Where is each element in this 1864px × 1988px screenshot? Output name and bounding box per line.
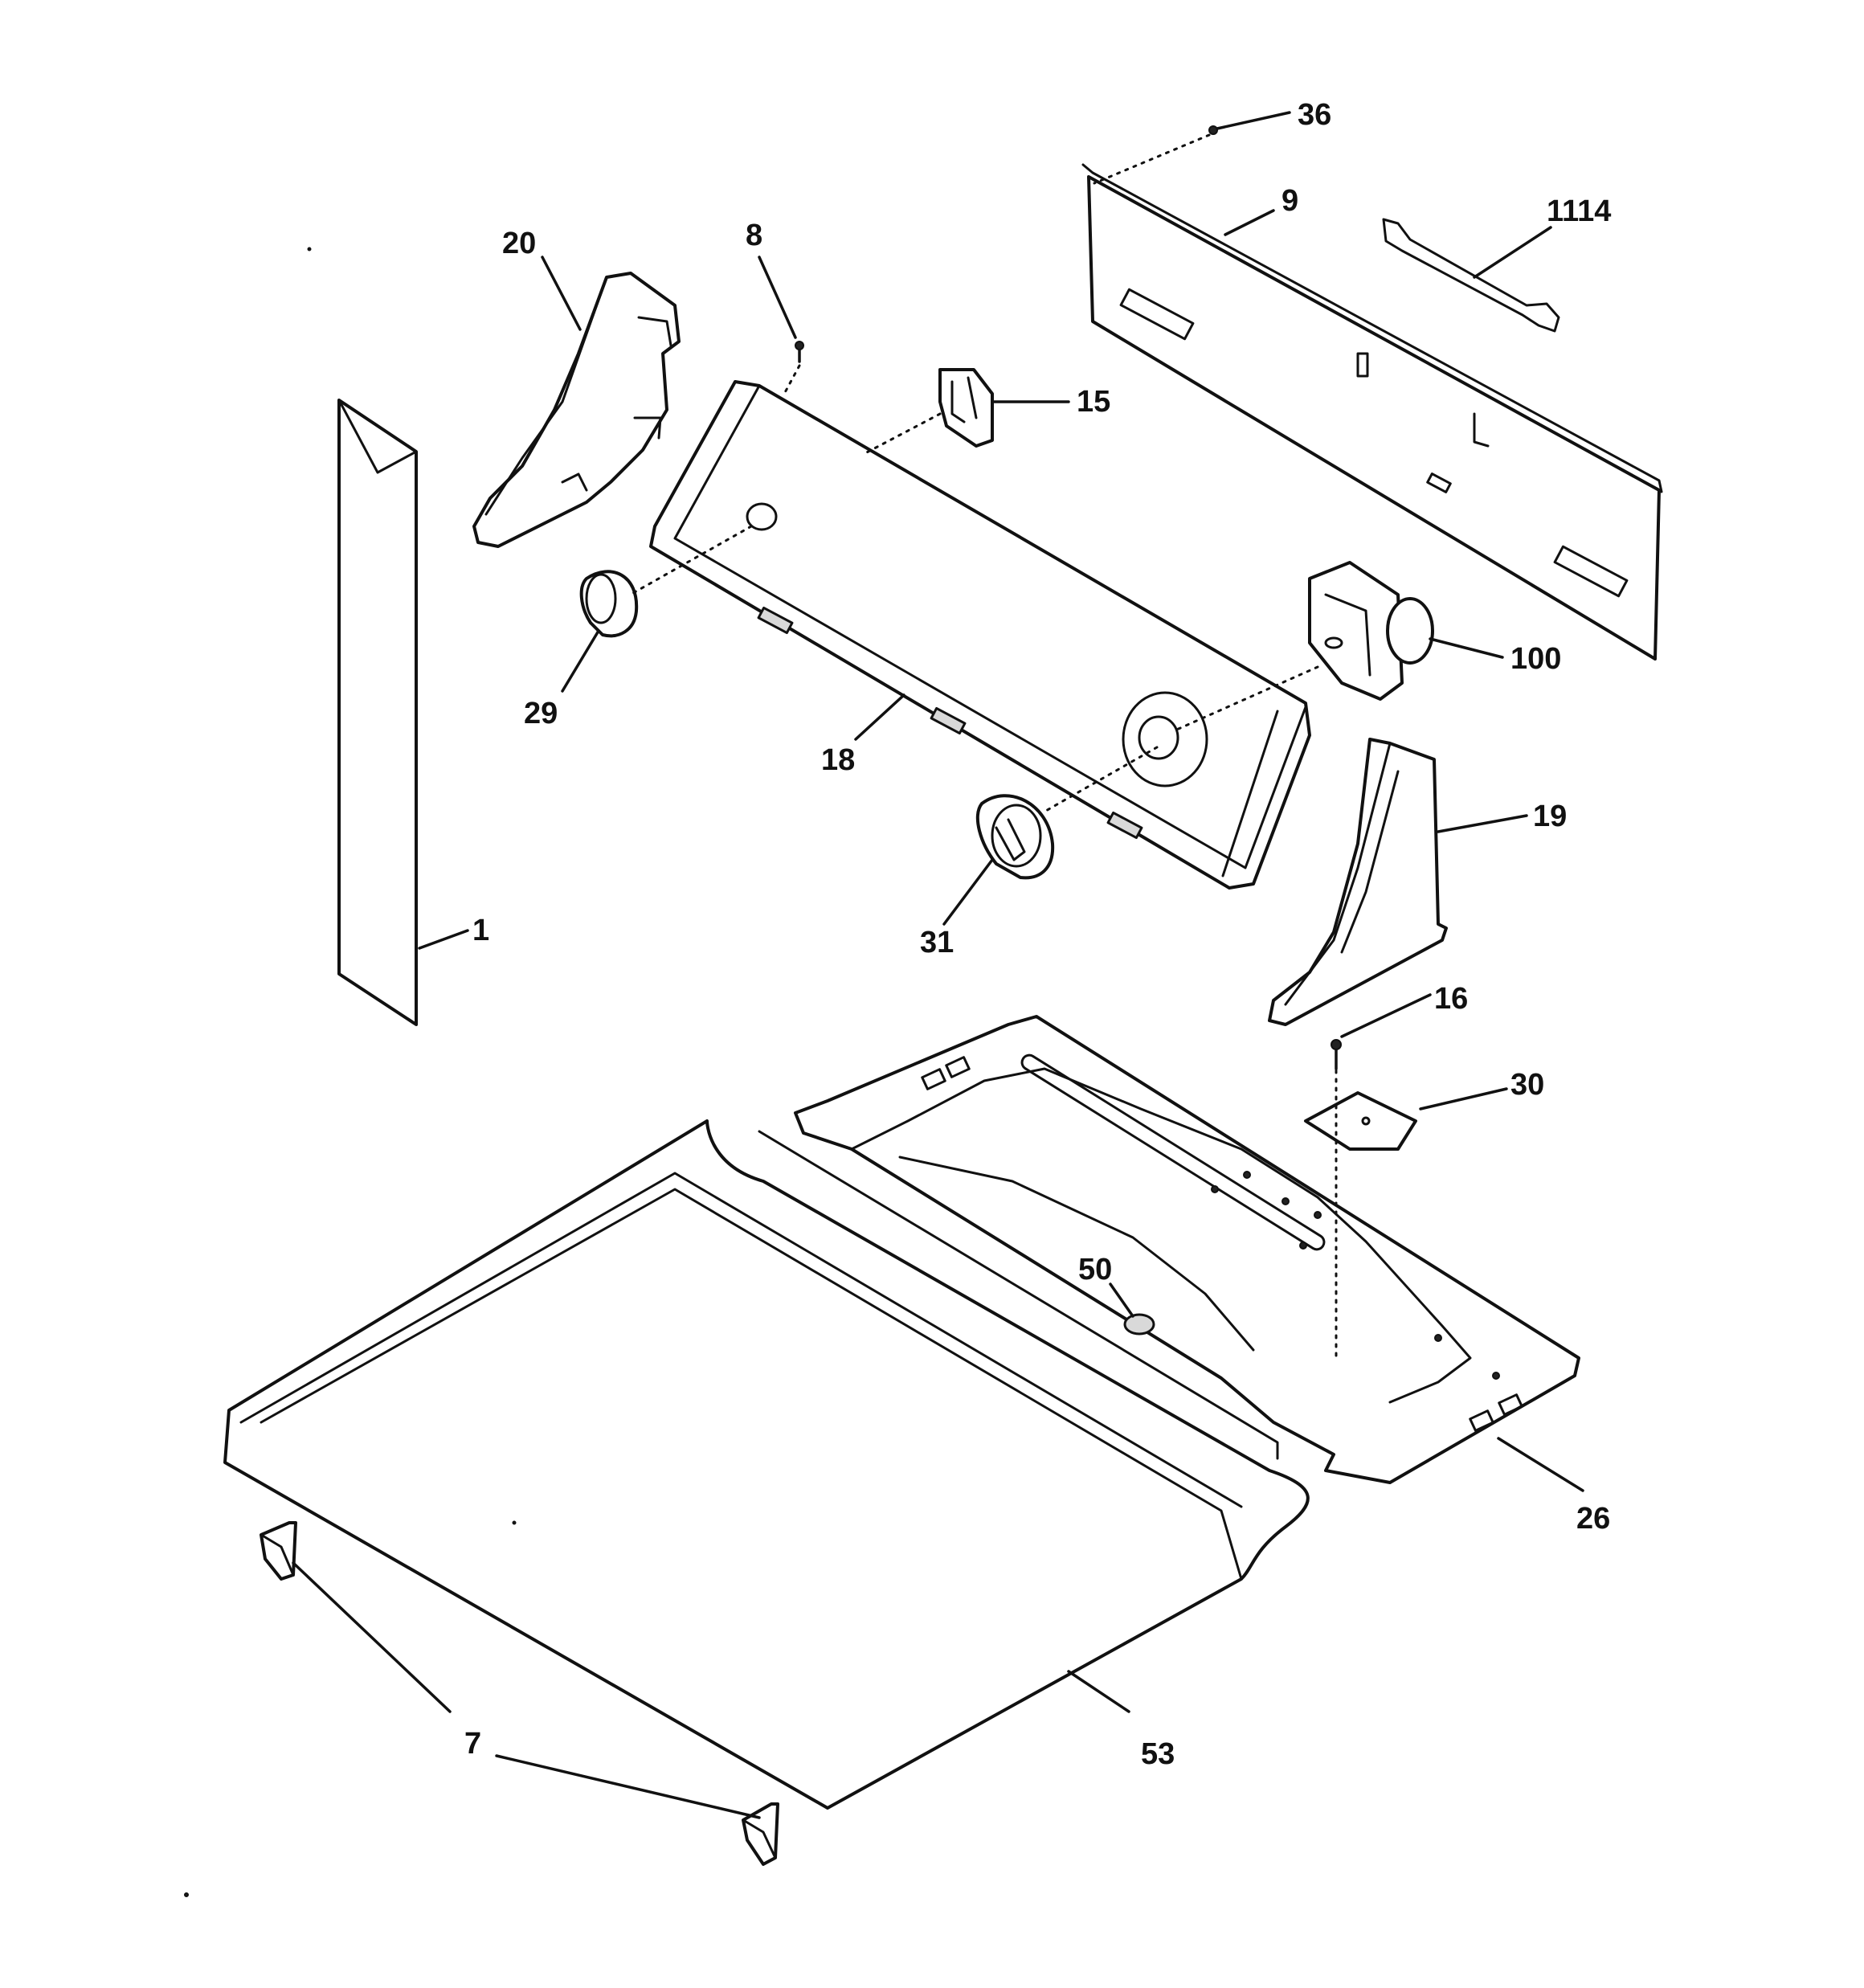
callout-7: 7: [464, 1727, 481, 1761]
part-1114-wire-harness: [1382, 218, 1560, 333]
part-53-top-cover: [223, 1119, 1310, 1810]
scan-specks: [184, 247, 517, 1897]
callout-36: 36: [1298, 98, 1331, 132]
part-20-left-end-cap: [472, 272, 681, 548]
part-9-rear-panel: [1081, 163, 1663, 661]
part-30-bracket: [1304, 1091, 1417, 1151]
callout-50: 50: [1078, 1253, 1112, 1286]
callout-15: 15: [1077, 385, 1110, 419]
part-26-top-frame: [794, 1015, 1580, 1484]
part-1-literature: [337, 399, 418, 1026]
callout-19: 19: [1533, 800, 1567, 833]
callout-30: 30: [1510, 1068, 1544, 1102]
callout-26: 26: [1576, 1502, 1610, 1536]
callout-labels: 36 9 1114 20 8 15 29 100 18 19 31 1 16 3…: [464, 98, 1611, 1771]
part-8-screw: [795, 341, 804, 363]
part-100-timer: [1308, 561, 1434, 701]
callout-53: 53: [1141, 1737, 1175, 1771]
leader-lines: [292, 111, 1584, 1819]
part-16-screw: [1331, 1039, 1342, 1070]
assembly-lines: [632, 133, 1338, 1360]
part-31-knob: [975, 794, 1055, 880]
callout-29: 29: [524, 697, 558, 730]
part-50-plug: [1123, 1313, 1155, 1336]
callout-1114: 1114: [1547, 194, 1611, 228]
callout-18: 18: [821, 743, 855, 777]
callout-8: 8: [746, 219, 762, 252]
callout-1: 1: [472, 914, 489, 947]
part-36-screw: [1208, 125, 1218, 135]
callout-20: 20: [502, 227, 536, 260]
part-15-switch: [938, 368, 994, 448]
part-19-right-end-cap: [1268, 738, 1448, 1026]
part-29-knob: [579, 570, 639, 638]
part-7-clip-left: [260, 1521, 297, 1581]
callout-16: 16: [1434, 982, 1468, 1016]
callout-31: 31: [920, 926, 954, 959]
callout-100: 100: [1510, 642, 1561, 676]
part-7-clip-right: [742, 1802, 779, 1866]
callout-9: 9: [1282, 184, 1298, 218]
part-18-control-panel: [649, 380, 1311, 890]
